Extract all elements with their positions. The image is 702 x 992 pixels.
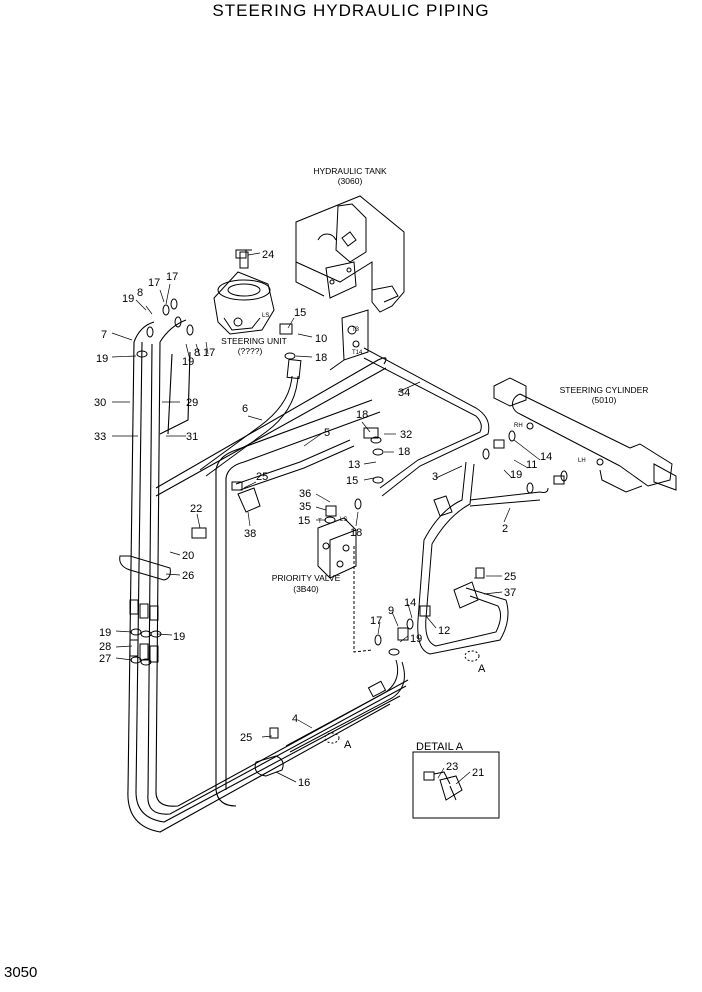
section-a-marker-1 xyxy=(464,650,480,662)
callout-10: 10 xyxy=(315,333,327,345)
callout-19: 19 xyxy=(122,293,134,305)
callout-37: 37 xyxy=(504,587,516,599)
callout-30: 30 xyxy=(94,397,106,409)
port-t3-label: T3 xyxy=(352,327,360,333)
callout-18: 18 xyxy=(398,446,410,458)
callout-13: 13 xyxy=(348,459,360,471)
callout-numbers: 24 17 17 19 8 15 10 18 7 19 8 19 17 30 2… xyxy=(94,249,552,789)
callout-12: 12 xyxy=(438,625,450,637)
callout-17: 17 xyxy=(370,615,382,627)
callout-19: 19 xyxy=(99,627,111,639)
hose-3-2 xyxy=(417,461,549,655)
callout-19: 19 xyxy=(510,469,522,481)
hose-5 xyxy=(235,439,351,485)
callout-2: 2 xyxy=(502,523,508,535)
steering-cylinder-label: STEERING CYLINDER xyxy=(560,385,649,395)
page-number: 3050 xyxy=(4,964,38,981)
callout-6: 6 xyxy=(242,403,248,415)
clamps xyxy=(119,487,479,777)
fittings-lower-left xyxy=(129,599,162,666)
component-labels: HYDRAULIC TANK (3060) STEERING UNIT (???… xyxy=(221,166,648,594)
port-ls-label: LS xyxy=(262,313,269,319)
callout-34: 34 xyxy=(398,387,410,399)
hydraulic-tank-code: (3060) xyxy=(338,176,363,186)
steering-unit-label: STEERING UNIT xyxy=(221,336,287,346)
callout-35: 35 xyxy=(299,501,311,513)
callout-3: 3 xyxy=(432,471,438,483)
hose-6 xyxy=(199,358,302,477)
hydraulic-tank xyxy=(295,195,405,371)
callout-8: 8 xyxy=(137,287,143,299)
callout-29: 29 xyxy=(186,397,198,409)
callout-22: 22 xyxy=(190,503,202,515)
callout-17: 17 xyxy=(166,271,178,283)
callout-31: 31 xyxy=(186,431,198,443)
callout-14: 14 xyxy=(540,451,552,463)
callout-7: 7 xyxy=(101,329,107,341)
port-t14-label: T14 xyxy=(352,350,363,356)
steering-cylinder xyxy=(493,377,677,493)
callout-15: 15 xyxy=(346,475,358,487)
callout-5: 5 xyxy=(324,427,330,439)
priority-valve xyxy=(317,517,357,579)
callout-25: 25 xyxy=(504,571,516,583)
callout-24: 24 xyxy=(262,249,274,261)
callout-8: 8 xyxy=(194,347,200,359)
port-lh-label: LH xyxy=(578,458,586,464)
callout-19: 19 xyxy=(96,353,108,365)
callout-15: 15 xyxy=(298,515,310,527)
steering-unit-code: (????) xyxy=(238,346,263,356)
section-a-marker-2 xyxy=(324,732,340,744)
priority-valve-code: (3B40) xyxy=(293,584,319,594)
dashed-link xyxy=(353,546,373,653)
pipe-34 xyxy=(363,347,490,497)
callout-4: 4 xyxy=(292,713,298,725)
callout-9: 9 xyxy=(388,605,394,617)
callout-32: 32 xyxy=(400,429,412,441)
hydraulic-tank-label: HYDRAULIC TANK xyxy=(313,166,387,176)
callout-18: 18 xyxy=(350,527,362,539)
callout-11: 11 xyxy=(526,459,537,471)
callout-17: 17 xyxy=(148,277,160,289)
callout-16: 16 xyxy=(298,777,310,789)
callout-26: 26 xyxy=(182,570,194,582)
callout-18: 18 xyxy=(315,352,327,364)
section-a-label-1: A xyxy=(478,663,486,675)
priority-valve-label: PRIORITY VALVE xyxy=(272,573,341,583)
callout-19: 19 xyxy=(182,356,194,368)
callout-25: 25 xyxy=(240,732,252,744)
detail-a-title: DETAIL A xyxy=(416,741,464,753)
callout-28: 28 xyxy=(99,641,111,653)
section-a-label-2: A xyxy=(344,739,352,751)
callout-20: 20 xyxy=(182,550,194,562)
callout-18: 18 xyxy=(356,409,368,421)
steering-cylinder-code: (5010) xyxy=(592,395,617,405)
callout-23: 23 xyxy=(446,761,458,773)
port-ls2-label: LS xyxy=(340,517,347,523)
callout-15: 15 xyxy=(294,307,306,319)
detail-a-box xyxy=(412,751,500,819)
callout-19: 19 xyxy=(410,633,422,645)
port-t-label: T xyxy=(318,519,322,525)
callout-33: 33 xyxy=(94,431,106,443)
page-title: STEERING HYDRAULIC PIPING xyxy=(212,1,490,20)
callout-19: 19 xyxy=(173,631,185,643)
callout-25: 25 xyxy=(256,471,268,483)
detail-labels: DETAIL A A A xyxy=(344,663,486,753)
o-rings xyxy=(136,249,568,739)
steering-unit xyxy=(213,249,275,335)
callout-36: 36 xyxy=(299,488,311,500)
callout-21: 21 xyxy=(472,767,484,779)
hose-4 xyxy=(285,659,405,753)
pipe-bundle xyxy=(127,319,409,833)
callout-14: 14 xyxy=(404,597,416,609)
leader-lines xyxy=(111,252,541,785)
callout-27: 27 xyxy=(99,653,111,665)
callout-17: 17 xyxy=(203,347,215,359)
callout-38: 38 xyxy=(244,528,256,540)
port-rh-label: RH xyxy=(514,423,523,429)
